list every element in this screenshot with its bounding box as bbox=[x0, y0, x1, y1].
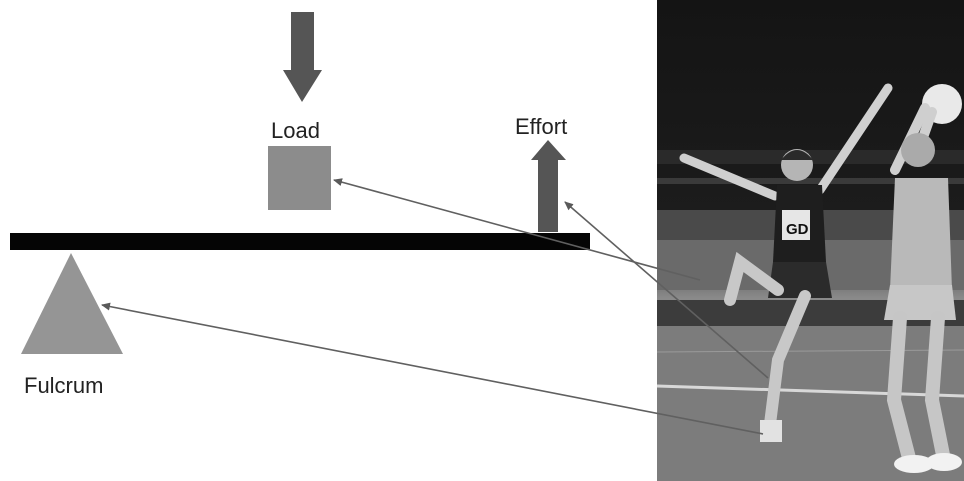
fulcrum-label: Fulcrum bbox=[24, 373, 103, 398]
netball-photo: GD bbox=[656, 0, 964, 481]
load-arrow bbox=[283, 12, 322, 102]
load-box bbox=[268, 146, 331, 210]
effort-arrow bbox=[531, 140, 566, 232]
defender-player: GD bbox=[679, 83, 893, 442]
fulcrum-triangle bbox=[21, 253, 123, 354]
lever-beam bbox=[10, 233, 590, 250]
shooter-player bbox=[884, 84, 962, 473]
effort-label: Effort bbox=[515, 114, 567, 139]
effort-pointer bbox=[564, 201, 769, 379]
load-label: Load bbox=[271, 118, 320, 143]
fulcrum-pointer bbox=[101, 302, 764, 435]
load-pointer bbox=[333, 178, 701, 281]
bib-label: GD bbox=[786, 221, 809, 238]
